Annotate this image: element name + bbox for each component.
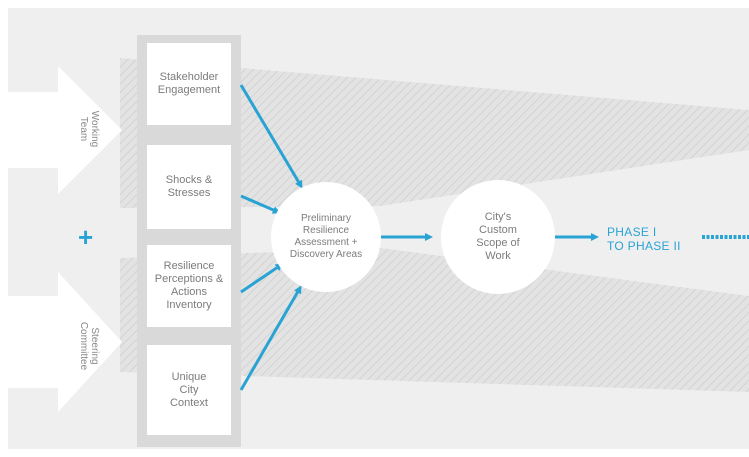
arrow-context-to-assessment (239, 285, 302, 391)
box-resilience-perceptions: Resilience Perceptions & Actions Invento… (147, 245, 231, 327)
steering-committee-arrow (0, 272, 122, 412)
phase-label-line1: PHASE I (607, 225, 657, 239)
box-shocks-stresses: Shocks & Stresses (147, 145, 231, 229)
arrow-perceptions-to-assessment (240, 263, 284, 294)
box-unique-city-context: Unique City Context (147, 345, 231, 435)
phase-label-line2: TO PHASE II (607, 239, 681, 253)
arrow-shocks-to-assessment (240, 194, 281, 214)
box-stakeholder-engagement: Stakeholder Engagement (147, 43, 231, 125)
plus-icon: + (78, 222, 94, 252)
working-team-arrow (0, 66, 122, 194)
phase-label: PHASE I TO PHASE II (607, 225, 681, 253)
scope-circle: City's Custom Scope of Work (441, 180, 555, 294)
working-team-label: Working Team (78, 110, 100, 148)
assessment-circle: Preliminary Resilience Assessment + Disc… (271, 182, 381, 292)
steering-committee-label: Steering Committee (78, 321, 100, 371)
lower-hatched-band (120, 248, 749, 392)
arrow-stakeholder-to-assessment (239, 84, 303, 189)
upper-hatched-band (120, 58, 749, 208)
